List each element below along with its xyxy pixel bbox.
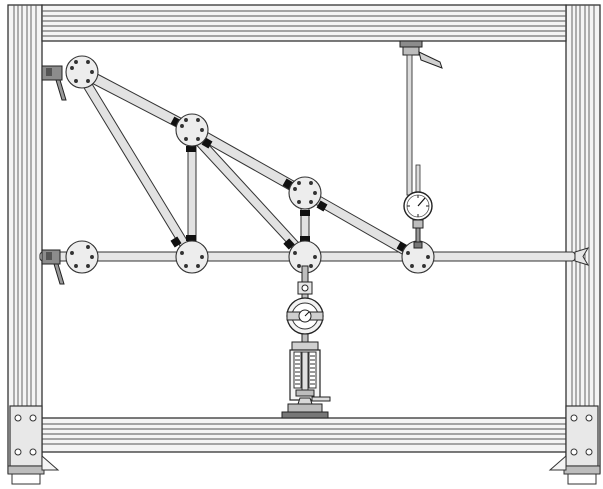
wall-clamp-icon xyxy=(41,249,65,285)
right-frame-column xyxy=(565,4,601,474)
joint-d xyxy=(288,176,322,210)
joint-e xyxy=(175,240,209,274)
top-frame-beam xyxy=(41,4,567,42)
wall-clamp-icon xyxy=(41,65,67,101)
joint-c xyxy=(65,240,99,274)
left-frame-column xyxy=(7,4,43,474)
dial-gauge-icon xyxy=(399,40,443,249)
screw-jack-icon xyxy=(281,341,331,419)
right-foot-bracket xyxy=(548,405,601,485)
left-foot-bracket xyxy=(7,405,60,485)
joint-a xyxy=(65,55,99,89)
joint-disks xyxy=(65,55,435,274)
load-cell-icon xyxy=(286,265,324,343)
truss-members xyxy=(77,66,421,263)
bottom-frame-beam xyxy=(41,417,567,453)
joint-b xyxy=(175,113,209,147)
